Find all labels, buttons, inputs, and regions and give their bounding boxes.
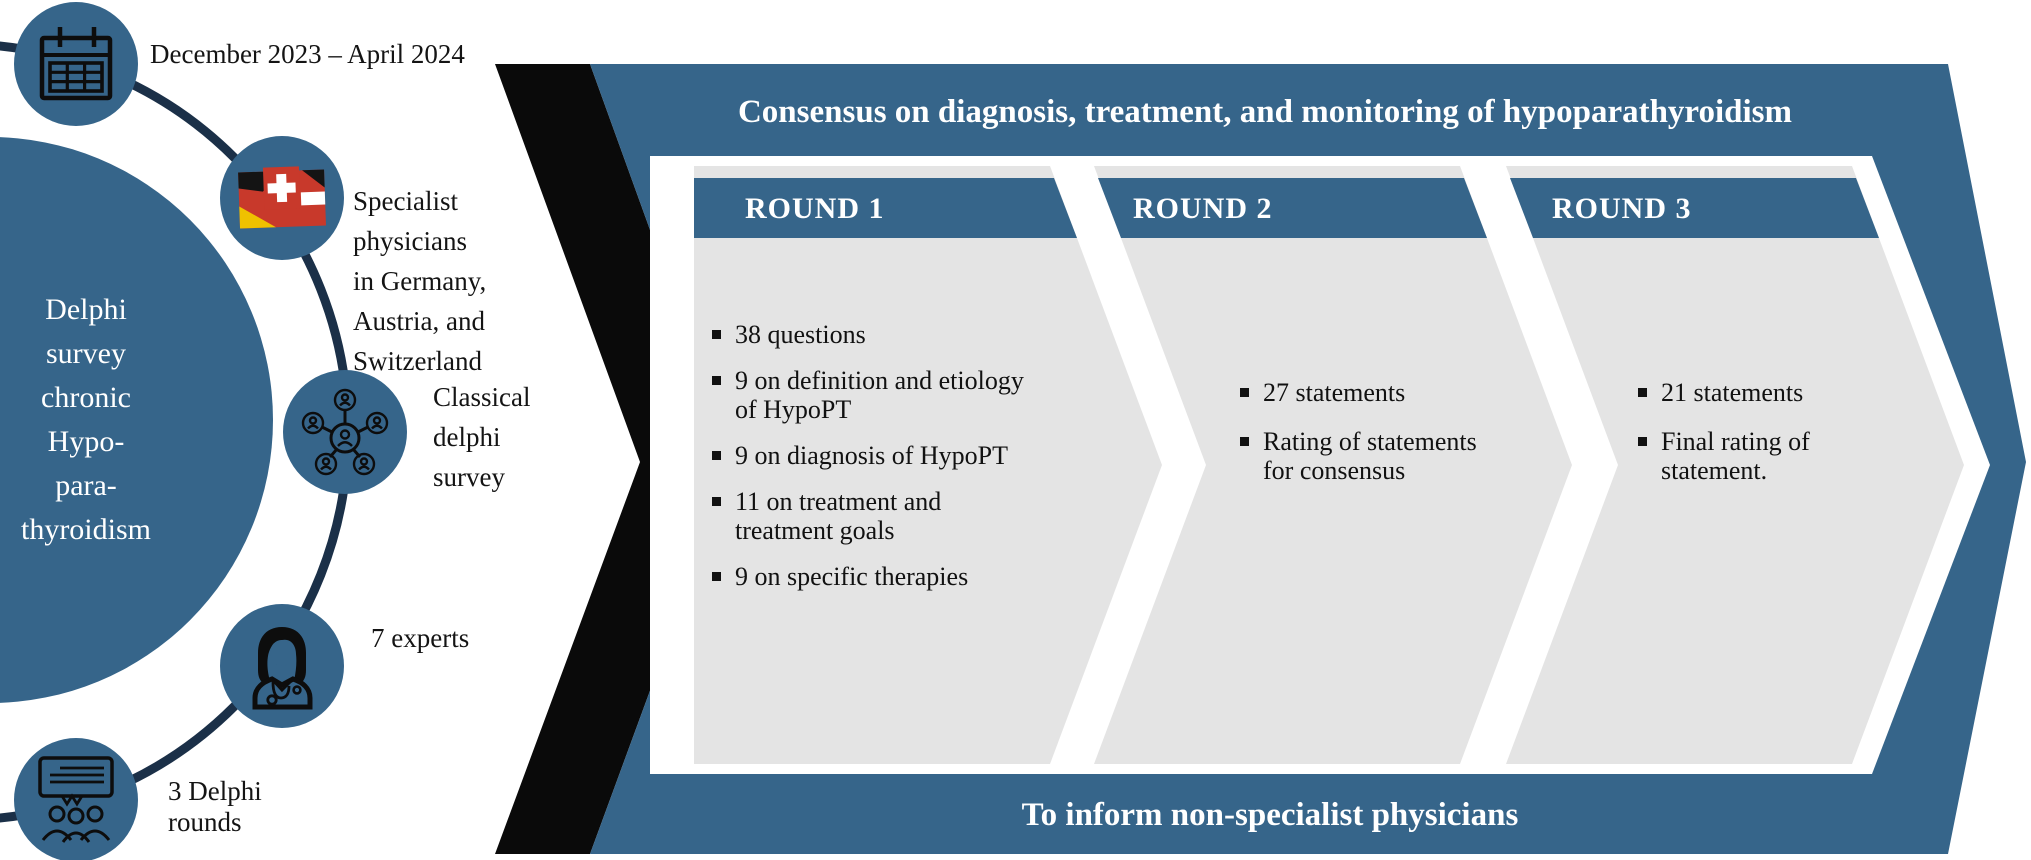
- round-2-header: ROUND 2: [1133, 192, 1273, 225]
- hub-line: Hypo-: [47, 425, 125, 458]
- physicians-label-line: Switzerland: [353, 346, 482, 376]
- list-item: 9 on specific therapies: [712, 562, 1044, 591]
- method-label: Classical delphi survey: [433, 377, 530, 497]
- timeline-node: [14, 2, 138, 126]
- hub-line: survey: [46, 337, 126, 370]
- doctor-icon: [252, 627, 313, 710]
- flags-icon: [238, 166, 326, 229]
- hub-line: Delphi: [45, 293, 127, 326]
- method-label-line: survey: [433, 462, 505, 492]
- list-item: 9 on definition and etiology of HypoPT: [712, 366, 1044, 424]
- banner-title: Consensus on diagnosis, treatment, and m…: [737, 94, 1793, 130]
- bullet-square-icon: [712, 330, 721, 339]
- round-1-header: ROUND 1: [745, 192, 885, 225]
- bullet-square-icon: [712, 497, 721, 506]
- bullet-square-icon: [1240, 388, 1249, 397]
- experts-node: [220, 604, 344, 728]
- list-item: 38 questions: [712, 320, 1044, 349]
- bullet-square-icon: [1638, 437, 1647, 446]
- list-item: 27 statements: [1240, 378, 1500, 407]
- physicians-label-line: Austria, and: [353, 306, 485, 336]
- timeline-label: December 2023 – April 2024: [150, 39, 465, 69]
- rounds-label: 3 Delphi rounds: [168, 776, 262, 838]
- bullet-square-icon: [712, 376, 721, 385]
- list-item: Final rating of statement.: [1638, 427, 1874, 485]
- list-item: 11 on treatment and treatment goals: [712, 487, 1044, 545]
- round-2-list: 27 statements Rating of statements for c…: [1240, 378, 1500, 505]
- list-item: 21 statements: [1638, 378, 1874, 407]
- banner-footer: To inform non-specialist physicians: [1021, 797, 1519, 833]
- discussion-icon: [38, 756, 114, 843]
- round-3-list: 21 statements Final rating of statement.: [1638, 378, 1874, 505]
- method-label-line: Classical: [433, 382, 531, 412]
- network-icon: [301, 388, 389, 476]
- list-item-text: 21 statements: [1661, 378, 1804, 407]
- list-item-text: 11 on treatment and treatment goals: [735, 487, 942, 545]
- hub-line: chronic: [41, 381, 131, 414]
- list-item-text: Rating of statements for consensus: [1263, 427, 1477, 485]
- round-3-header: ROUND 3: [1552, 192, 1692, 225]
- list-item-text: 9 on definition and etiology of HypoPT: [735, 366, 1024, 424]
- method-label-line: delphi: [433, 422, 501, 452]
- list-item: 9 on diagnosis of HypoPT: [712, 441, 1044, 470]
- method-node: [283, 370, 407, 494]
- hub-line: para-: [55, 469, 117, 502]
- physicians-node: [220, 136, 344, 260]
- physicians-label-line: in Germany,: [353, 266, 487, 296]
- rounds-label-line: rounds: [168, 807, 242, 837]
- list-item-text: 38 questions: [735, 320, 866, 349]
- bullet-square-icon: [1240, 437, 1249, 446]
- list-item-text: Final rating of statement.: [1661, 427, 1810, 485]
- rounds-node: [14, 738, 138, 860]
- list-item-text: 9 on diagnosis of HypoPT: [735, 441, 1008, 470]
- calendar-icon: [39, 27, 113, 101]
- physicians-label-line: physicians: [353, 226, 467, 256]
- round-1-list: 38 questions 9 on definition and etiolog…: [712, 320, 1044, 608]
- physicians-label-line: Specialist: [353, 186, 458, 216]
- bullet-square-icon: [1638, 388, 1647, 397]
- list-item: Rating of statements for consensus: [1240, 427, 1500, 485]
- hub-title: Delphi survey chronic Hypo- para- thyroi…: [0, 288, 246, 552]
- hub-line: thyroidism: [20, 513, 151, 546]
- rounds-label-line: 3 Delphi: [168, 776, 262, 806]
- experts-label: 7 experts: [371, 623, 470, 653]
- bullet-square-icon: [712, 572, 721, 581]
- physicians-label: Specialist physicians in Germany, Austri…: [353, 181, 486, 381]
- list-item-text: 9 on specific therapies: [735, 562, 969, 591]
- list-item-text: 27 statements: [1263, 378, 1406, 407]
- bullet-square-icon: [712, 451, 721, 460]
